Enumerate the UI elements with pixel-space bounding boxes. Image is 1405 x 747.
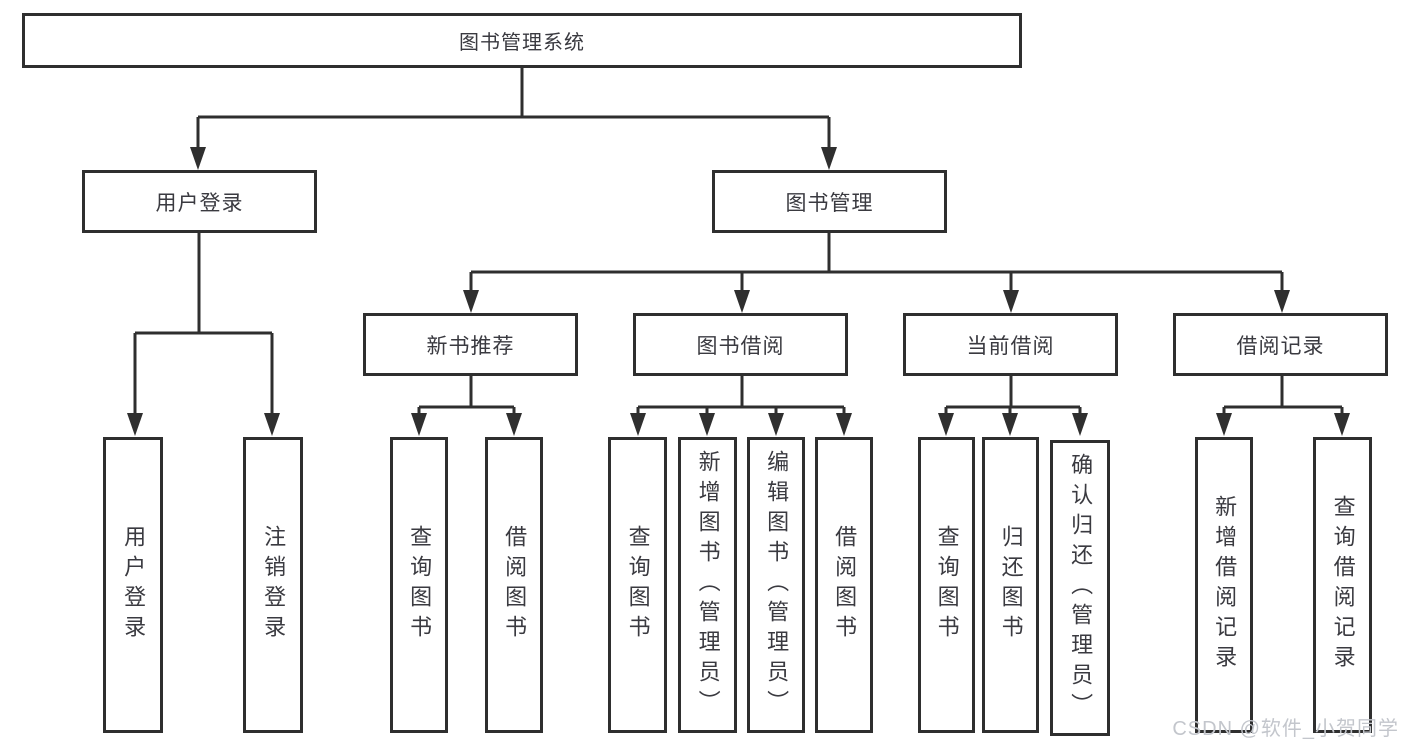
node-book-borrowing-label: 图书借阅: [696, 334, 785, 358]
leaf-borrow-books-borrowing-label: 借阅图书: [832, 525, 858, 645]
leaf-query-books-borrowing: 查询图书: [608, 437, 667, 733]
leaf-borrow-books-borrowing: 借阅图书: [815, 437, 873, 733]
leaf-user-login: 用户登录: [103, 437, 163, 733]
leaf-return-books-label: 归还图书: [998, 525, 1024, 645]
leaf-add-books-admin-label: 新增图书（管理员）: [695, 450, 721, 720]
leaf-query-borrow-record: 查询借阅记录: [1313, 437, 1372, 733]
leaf-confirm-return-admin: 确认归还（管理员）: [1050, 440, 1110, 736]
node-book-borrowing: 图书借阅: [633, 313, 848, 376]
node-new-book-recommend-label: 新书推荐: [426, 334, 515, 358]
leaf-return-books: 归还图书: [982, 437, 1039, 733]
node-root-system: 图书管理系统: [22, 13, 1022, 68]
arrowheads: [127, 147, 1350, 436]
leaf-query-books-borrowing-label: 查询图书: [625, 525, 651, 645]
node-current-borrowing-label: 当前借阅: [966, 334, 1055, 358]
leaf-logout-login: 注销登录: [243, 437, 303, 733]
node-user-login-label: 用户登录: [155, 191, 244, 215]
node-book-management: 图书管理: [712, 170, 947, 233]
node-book-management-label: 图书管理: [785, 191, 874, 215]
leaf-edit-books-admin: 编辑图书（管理员）: [747, 437, 805, 733]
leaf-query-books-recommend-label: 查询图书: [407, 525, 433, 645]
leaf-query-books-recommend: 查询图书: [390, 437, 448, 733]
leaf-logout-login-label: 注销登录: [261, 525, 287, 645]
leaf-add-borrow-record-label: 新增借阅记录: [1212, 495, 1238, 675]
leaf-query-borrow-record-label: 查询借阅记录: [1330, 495, 1356, 675]
node-user-login: 用户登录: [82, 170, 317, 233]
leaf-borrow-books-recommend-label: 借阅图书: [502, 525, 528, 645]
node-borrow-records-label: 借阅记录: [1236, 334, 1325, 358]
leaf-add-books-admin: 新增图书（管理员）: [678, 437, 737, 733]
leaf-query-books-current-label: 查询图书: [934, 525, 960, 645]
csdn-watermark: CSDN @软件_小贺同学: [1172, 718, 1399, 740]
leaf-user-login-label: 用户登录: [121, 525, 147, 645]
leaf-query-books-current: 查询图书: [918, 437, 975, 733]
node-current-borrowing: 当前借阅: [903, 313, 1118, 376]
leaf-confirm-return-admin-label: 确认归还（管理员）: [1068, 453, 1094, 723]
leaf-edit-books-admin-label: 编辑图书（管理员）: [764, 450, 790, 720]
node-root-label: 图书管理系统: [459, 32, 585, 54]
leaf-add-borrow-record: 新增借阅记录: [1195, 437, 1253, 733]
node-new-book-recommend: 新书推荐: [363, 313, 578, 376]
leaf-borrow-books-recommend: 借阅图书: [485, 437, 543, 733]
node-borrow-records: 借阅记录: [1173, 313, 1388, 376]
